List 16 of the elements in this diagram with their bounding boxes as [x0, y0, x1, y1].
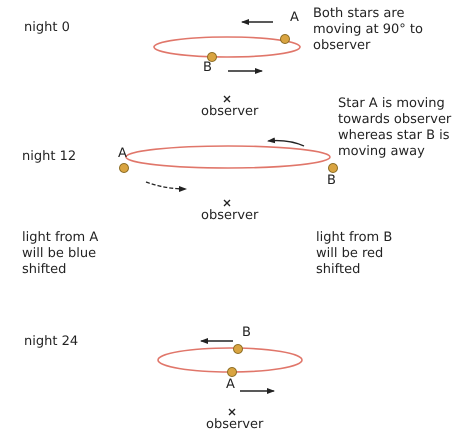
night-label: night 12 — [22, 149, 76, 165]
star-label: A — [118, 146, 127, 162]
star-label: A — [290, 10, 299, 26]
note-text: Star A is moving towards observer whereas star B is moving away — [338, 96, 452, 160]
note-text: light from B will be red shifted — [316, 230, 394, 278]
night-label: night 0 — [24, 20, 70, 36]
star-label: B — [242, 325, 251, 341]
star-label: A — [226, 377, 235, 393]
night-label: night 24 — [24, 334, 78, 350]
observer-label: observer — [201, 208, 258, 224]
observer-label: observer — [206, 417, 264, 433]
star-label: B — [327, 173, 336, 189]
note-text: light from A will be blue shifted — [22, 230, 100, 278]
note-text: Both stars are moving at 90° to observer — [313, 6, 424, 54]
observer-label: observer — [201, 104, 258, 120]
star-label: B — [203, 60, 212, 76]
